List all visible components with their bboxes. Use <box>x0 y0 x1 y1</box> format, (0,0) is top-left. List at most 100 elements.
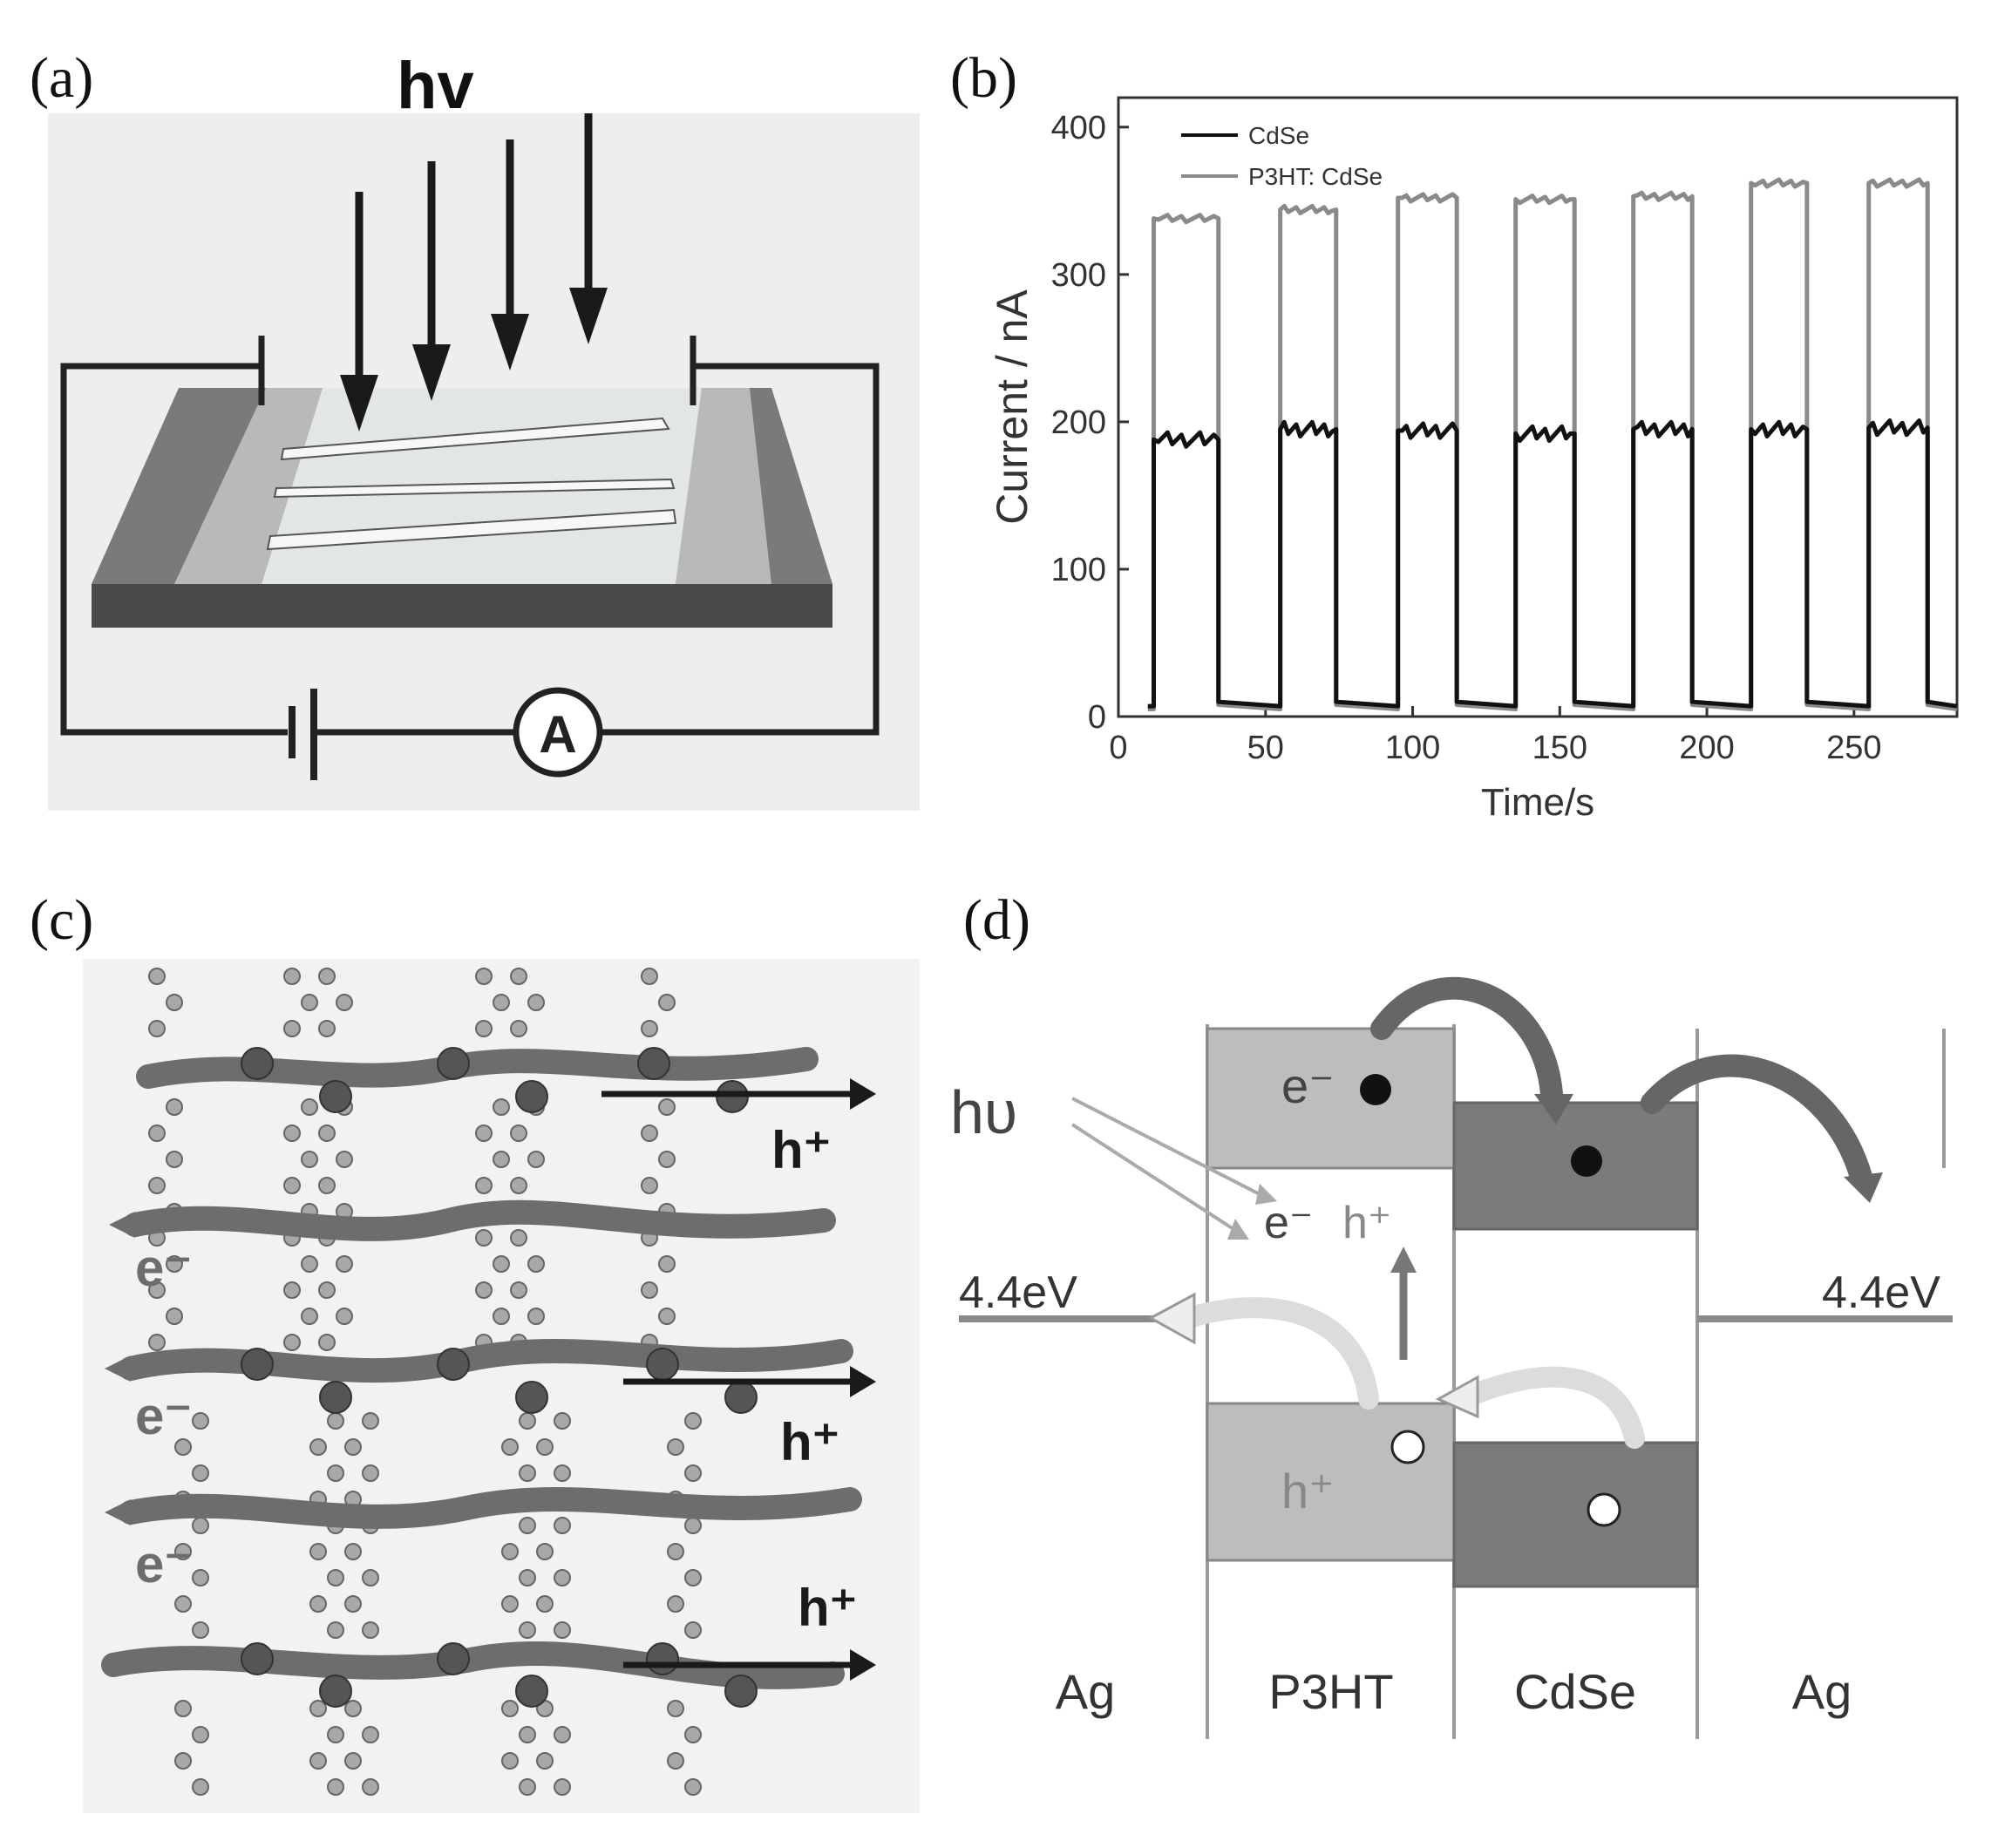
series-line-cdse <box>1147 418 1958 709</box>
side-chain-atom <box>362 1464 379 1482</box>
side-chain-atom <box>684 1412 702 1430</box>
side-chain-atom <box>309 1438 327 1456</box>
side-chain-atom <box>301 1151 318 1168</box>
side-chain-atom <box>301 994 318 1011</box>
side-chain-atom <box>641 1177 658 1194</box>
plot-frame <box>1117 96 1959 718</box>
side-chain-atom <box>667 1700 684 1717</box>
side-chain-atom <box>527 994 545 1011</box>
side-chain-atom <box>336 1255 353 1273</box>
side-chain-atom <box>327 1726 344 1743</box>
side-chain-atom <box>318 1334 336 1351</box>
hole-label-homo: h⁺ <box>1281 1464 1335 1518</box>
legend-label-p3ht-cdse: P3HT: CdSe <box>1248 163 1383 190</box>
side-chain-atom <box>475 1281 493 1299</box>
electron-label-1: e⁻ <box>135 1239 192 1297</box>
side-chain-atom <box>327 1412 344 1430</box>
x-tick-label: 250 <box>1826 730 1881 766</box>
y-axis-label: Current / nA <box>988 289 1036 525</box>
electron-label-2: e⁻ <box>135 1387 192 1445</box>
side-chain-atom <box>667 1438 684 1456</box>
side-chain-atom <box>362 1412 379 1430</box>
hole-label-2: h⁺ <box>780 1413 839 1471</box>
side-chain-atom <box>283 1177 301 1194</box>
side-chain-atom <box>475 1020 493 1037</box>
side-chain-atom <box>166 1098 183 1116</box>
side-chain-atom <box>283 1020 301 1037</box>
side-chain-atom <box>501 1700 519 1717</box>
side-chain-atom <box>554 1517 571 1534</box>
side-chain-atom <box>166 1151 183 1168</box>
side-chain-atom <box>493 994 510 1011</box>
side-chain-atom <box>362 1569 379 1586</box>
panel-d-label: (d) <box>963 888 1030 952</box>
side-chain-atom <box>174 1438 192 1456</box>
side-chain-atom <box>309 1752 327 1770</box>
side-chain-atom <box>192 1621 209 1639</box>
x-tick-label: 0 <box>1109 730 1127 766</box>
side-chain-atom <box>684 1464 702 1482</box>
side-chain-atom <box>174 1543 192 1560</box>
side-chain-atom <box>493 1308 510 1325</box>
y-tick-label: 100 <box>1051 552 1106 588</box>
side-chain-atom <box>667 1752 684 1770</box>
layer-label-p3ht: P3HT <box>1268 1664 1393 1719</box>
side-chain-atom <box>493 1255 510 1273</box>
side-chain-atom <box>536 1543 554 1560</box>
side-chain-atom <box>527 1151 545 1168</box>
side-chain-atom <box>554 1778 571 1796</box>
hole-label-excited: h⁺ <box>1342 1198 1391 1248</box>
side-chain-atom <box>344 1595 362 1613</box>
side-chain-atom <box>344 1700 362 1717</box>
side-chain-atom <box>148 1281 166 1299</box>
layer-label-cdse: CdSe <box>1514 1664 1636 1719</box>
x-axis-label: Time/s <box>1481 781 1594 824</box>
side-chain-atom <box>527 1308 545 1325</box>
side-chain-atom <box>283 968 301 985</box>
side-chain-atom <box>327 1464 344 1482</box>
side-chain-atom <box>519 1464 536 1482</box>
side-chain-atom <box>641 968 658 985</box>
side-chain-atom <box>192 1569 209 1586</box>
panel-b-label: (b) <box>950 46 1017 110</box>
side-chain-atom <box>192 1517 209 1534</box>
side-chain-atom <box>641 1020 658 1037</box>
side-chain-atom <box>501 1438 519 1456</box>
side-chain-atom <box>192 1412 209 1430</box>
side-chain-atom <box>658 994 676 1011</box>
ammeter-symbol: A <box>539 705 576 764</box>
electron-label-lumo: e⁻ <box>1281 1058 1335 1113</box>
side-chain-atom <box>554 1464 571 1482</box>
electron-label-excited: e⁻ <box>1264 1198 1313 1248</box>
side-chain-atom <box>309 1543 327 1560</box>
x-tick-label: 50 <box>1247 730 1284 766</box>
side-chain-atom <box>510 1020 527 1037</box>
series-line-p3ht-cdse <box>1147 177 1958 712</box>
side-chain-atom <box>501 1543 519 1560</box>
side-chain-atom <box>536 1752 554 1770</box>
legend-label-cdse: CdSe <box>1248 122 1309 149</box>
panel-c-polymer-diagram: h⁺ h⁺ h⁺ e⁻ e⁻ e⁻ <box>83 959 920 1813</box>
side-chain-atom <box>336 1151 353 1168</box>
panel-c-label: (c) <box>30 888 94 952</box>
work-function-left: 4.4eV <box>959 1267 1077 1318</box>
side-chain-atom <box>493 1098 510 1116</box>
side-chain-atom <box>554 1621 571 1639</box>
side-chain-atom <box>327 1621 344 1639</box>
y-tick-label: 400 <box>1051 110 1106 146</box>
side-chain-atom <box>301 1255 318 1273</box>
side-chain-atom <box>658 1098 676 1116</box>
side-chain-atom <box>493 1151 510 1168</box>
side-chain-atom <box>519 1778 536 1796</box>
electron-label-3: e⁻ <box>135 1535 192 1593</box>
panel-d-energy-diagram: hυ e⁻ e⁻ h⁺ h⁺ 4.4eV 4.4eV Ag P3HT CdSe … <box>950 976 1953 1739</box>
side-chain-atom <box>148 1020 166 1037</box>
x-tick-label: 150 <box>1532 730 1587 766</box>
y-tick-label: 200 <box>1051 404 1106 441</box>
y-tick-label: 0 <box>1088 699 1106 736</box>
side-chain-atom <box>510 968 527 985</box>
side-chain-atom <box>283 1281 301 1299</box>
x-tick-label: 100 <box>1385 730 1440 766</box>
side-chain-atom <box>519 1569 536 1586</box>
side-chain-atom <box>327 1778 344 1796</box>
